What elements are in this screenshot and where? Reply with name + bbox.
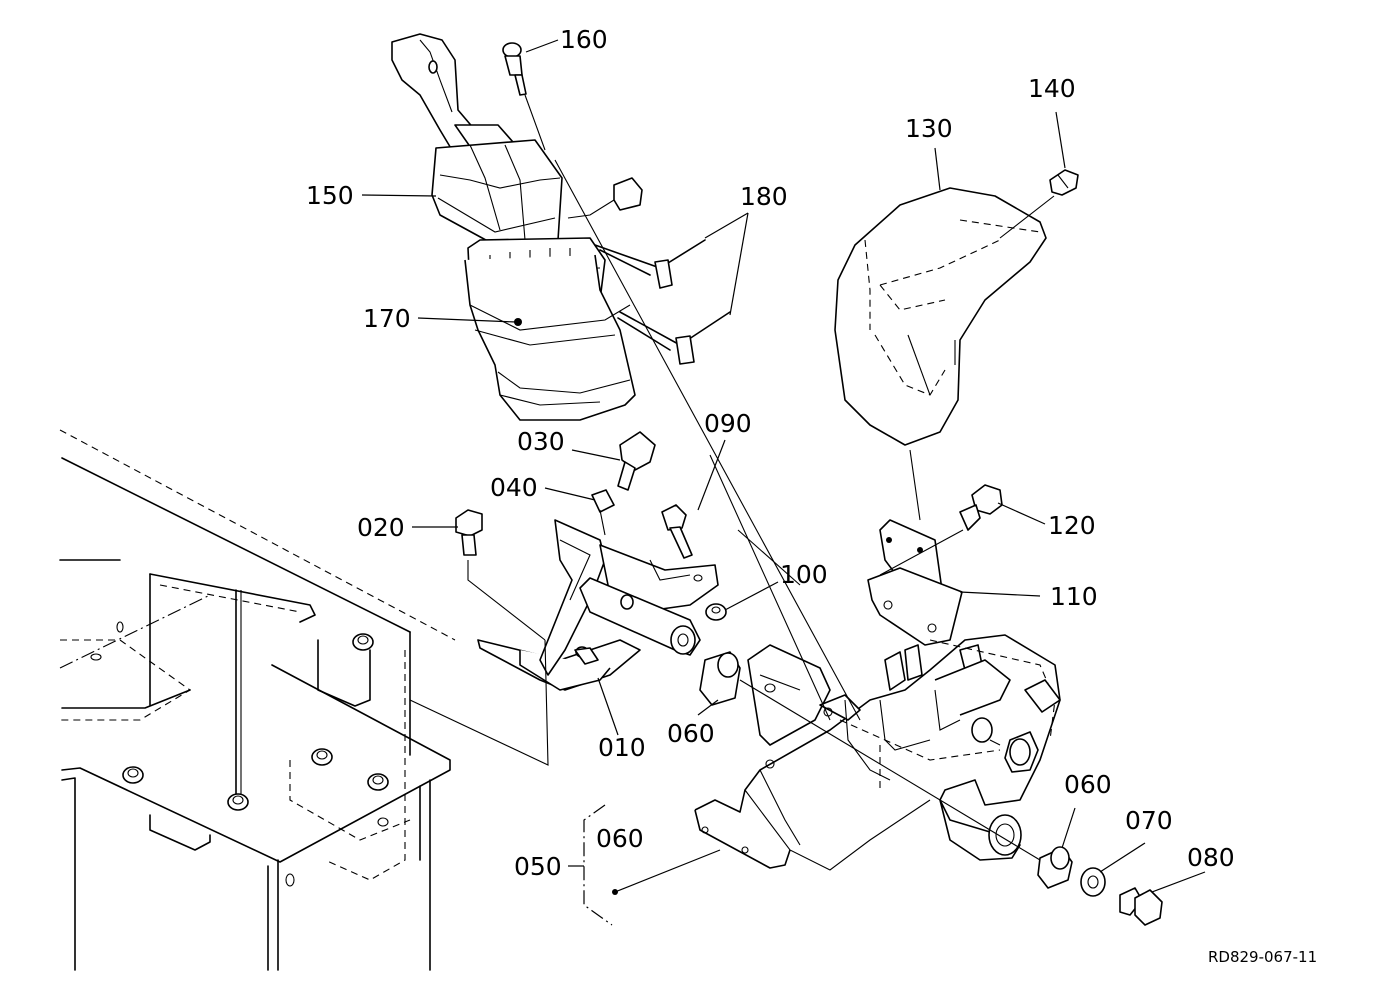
bushing-060b-icon bbox=[1037, 846, 1073, 889]
nut-icon bbox=[311, 748, 333, 766]
label-170: 170 bbox=[363, 304, 411, 333]
bracket-110 bbox=[867, 519, 963, 646]
nut-icon bbox=[227, 793, 249, 811]
label-030: 030 bbox=[517, 427, 565, 456]
label-040: 040 bbox=[490, 473, 538, 502]
label-130: 130 bbox=[905, 114, 953, 143]
bolt-090-icon bbox=[661, 504, 693, 559]
label-010: 010 bbox=[598, 733, 646, 762]
screw-140-icon bbox=[1049, 169, 1079, 196]
label-090: 090 bbox=[704, 409, 752, 438]
nut-icon bbox=[122, 766, 144, 784]
cover-130 bbox=[834, 169, 1079, 446]
label-110: 110 bbox=[1050, 582, 1098, 611]
bolt-120-icon bbox=[959, 484, 1003, 531]
label-050: 050 bbox=[514, 852, 562, 881]
nut-icon bbox=[367, 773, 389, 791]
label-060-group: 060 bbox=[596, 824, 644, 853]
nut-040-icon bbox=[591, 489, 615, 513]
bracket-010 bbox=[477, 519, 719, 691]
bolt-020-icon bbox=[455, 509, 483, 556]
label-180: 180 bbox=[740, 182, 788, 211]
label-080: 080 bbox=[1187, 843, 1235, 872]
label-150: 150 bbox=[306, 181, 354, 210]
bolt-080-icon bbox=[1119, 887, 1163, 926]
nut-icon bbox=[352, 633, 374, 651]
joystick-assembly bbox=[391, 33, 731, 421]
leader-lines bbox=[361, 39, 1206, 926]
screw-160-icon bbox=[502, 42, 527, 96]
label-020: 020 bbox=[357, 513, 405, 542]
label-100: 100 bbox=[780, 560, 828, 589]
bushing-060-icon bbox=[699, 651, 741, 706]
floor-frame bbox=[59, 429, 456, 971]
label-060-right: 060 bbox=[1064, 770, 1112, 799]
washer-070-icon bbox=[1080, 867, 1106, 897]
label-070: 070 bbox=[1125, 806, 1173, 835]
nut-100-icon bbox=[705, 603, 727, 621]
bracket-050 bbox=[694, 634, 1061, 871]
part-labels: 160 150 180 170 130 140 090 030 040 020 … bbox=[306, 25, 1317, 966]
label-120: 120 bbox=[1048, 511, 1096, 540]
label-060-left: 060 bbox=[667, 719, 715, 748]
label-160: 160 bbox=[560, 25, 608, 54]
knob-030-icon bbox=[617, 431, 656, 491]
label-140: 140 bbox=[1028, 74, 1076, 103]
diagram-reference: RD829-067-11 bbox=[1208, 948, 1317, 966]
